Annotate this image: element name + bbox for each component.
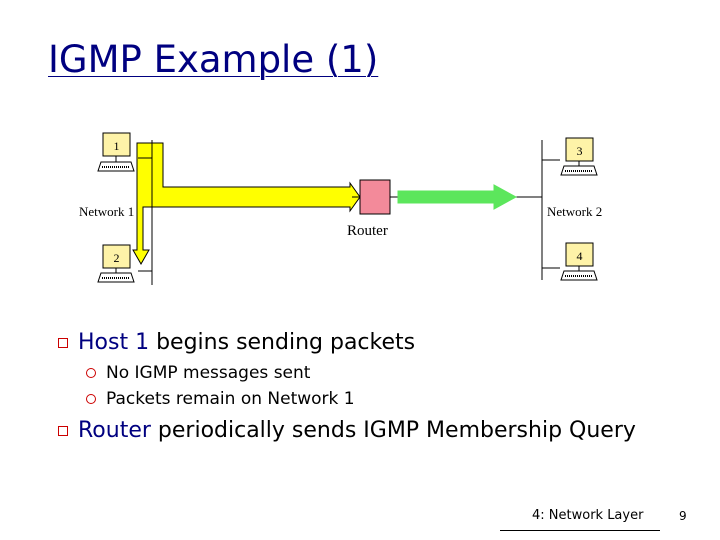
bullet-circle-icon (86, 368, 96, 378)
router-icon[interactable] (359, 179, 391, 215)
host-1[interactable]: 1 (97, 132, 135, 172)
sub-bullet-no-igmp: No IGMP messages sent (58, 360, 700, 386)
bullet-box-icon (58, 338, 68, 348)
bullet-list: Host 1 begins sending packets No IGMP me… (58, 326, 700, 448)
footer-label: 4: Network Layer (532, 508, 644, 523)
bullet-circle-icon (86, 394, 96, 404)
sub-bullet-text: Packets remain on Network 1 (106, 389, 355, 409)
host-4[interactable]: 4 (560, 242, 598, 281)
host-3-label: 3 (577, 144, 583, 158)
host-2-label: 2 (114, 251, 120, 265)
network-1-label: Network 1 (79, 204, 134, 219)
bullet-highlight: Host 1 (78, 330, 150, 355)
network-2-label: Network 2 (547, 204, 602, 219)
sub-bullet-text: No IGMP messages sent (106, 363, 311, 383)
host-4-label: 4 (577, 249, 583, 263)
slide-title: IGMP Example (1) (48, 38, 379, 81)
footer-divider (500, 530, 660, 531)
host-1-label: 1 (114, 139, 120, 153)
green-query-arrow (397, 184, 518, 210)
bullet-highlight: Router (78, 418, 151, 443)
yellow-packet-path (132, 142, 361, 266)
igmp-network-diagram: 1 2 3 4 Network 1 Network 2 Router (79, 132, 602, 285)
bullet-host-1: Host 1 begins sending packets (58, 326, 700, 360)
router-label: Router (347, 223, 388, 239)
host-2[interactable]: 2 (97, 244, 135, 283)
page-number: 9 (679, 509, 687, 523)
bullet-router: Router periodically sends IGMP Membershi… (58, 414, 700, 448)
bullet-text: periodically sends IGMP Membership Query (150, 418, 636, 443)
bullet-text: begins sending packets (149, 330, 416, 355)
host-3[interactable]: 3 (560, 137, 598, 176)
sub-bullet-packets-remain: Packets remain on Network 1 (58, 386, 700, 412)
bullet-box-icon (58, 426, 68, 436)
